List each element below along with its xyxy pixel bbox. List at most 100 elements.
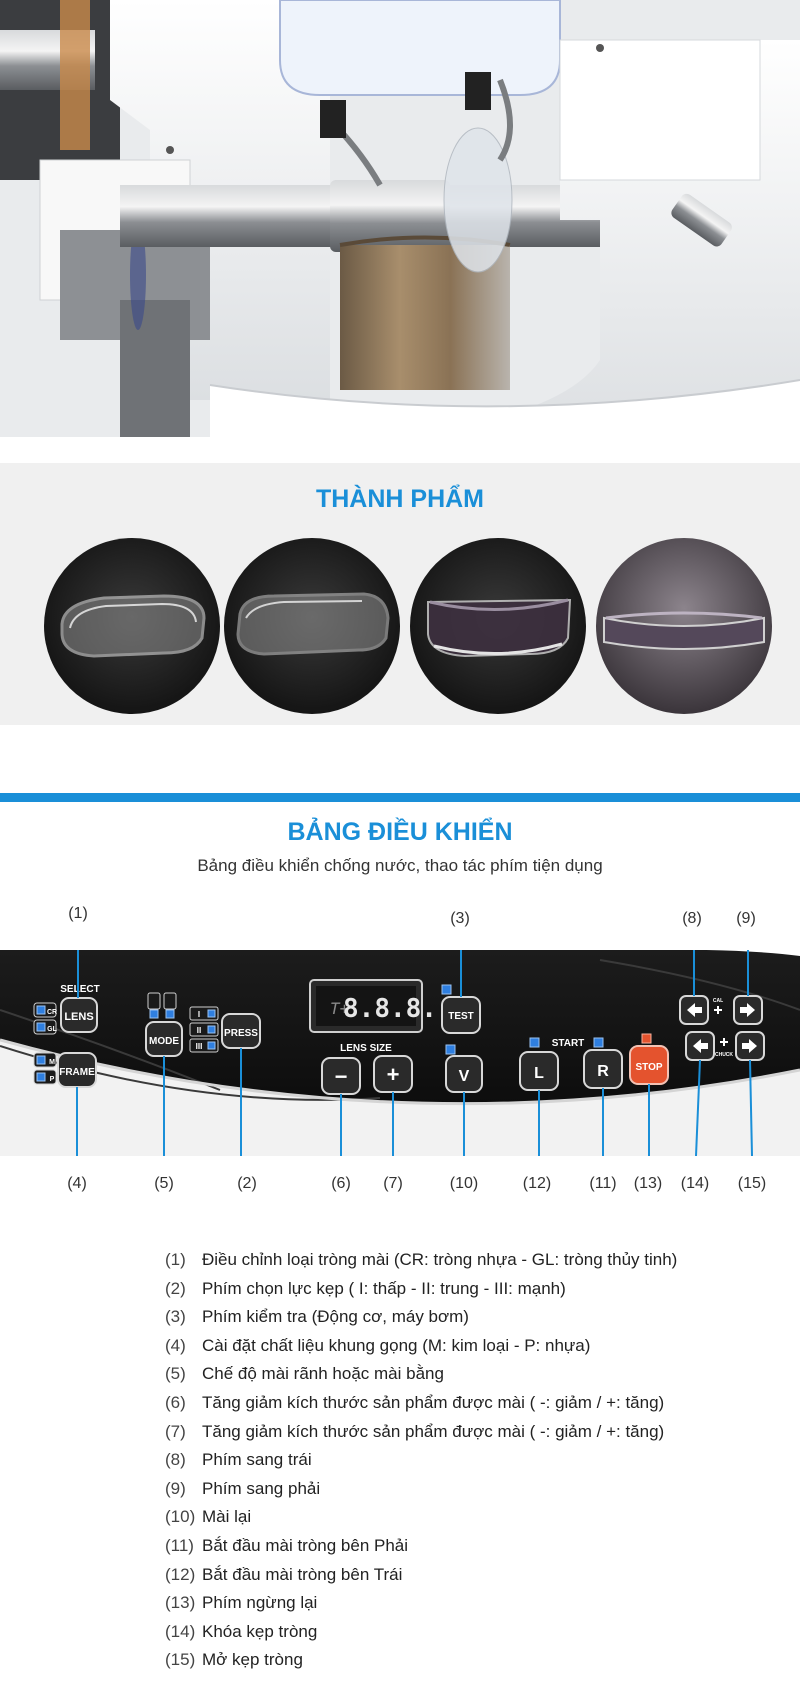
legend-item: (10) Mài lại [165, 1507, 785, 1536]
legend-text: Tăng giảm kích thước sản phẩm được mài (… [202, 1392, 665, 1412]
lens-button-label: LENS [64, 1011, 93, 1023]
legend-item: (4)Cài đặt chất liệu khung gọng (M: kim … [165, 1336, 785, 1365]
lens-size-minus-button[interactable]: − [321, 1057, 361, 1095]
control-panel-legend: (1) Điều chỉnh loại tròng mài (CR: tròng … [165, 1250, 785, 1679]
select-label: SELECT [60, 984, 99, 995]
callout-4: (4) [67, 1175, 87, 1192]
legend-number: (3) [165, 1307, 186, 1327]
chuck-cross-icon [720, 1038, 728, 1046]
control-panel-title: BẢNG ĐIỀU KHIỂN [287, 818, 513, 846]
cr-label: CR [47, 1009, 57, 1016]
stop-button[interactable]: STOP [629, 1045, 669, 1085]
finished-products-section: THÀNH PHẨM [0, 463, 800, 725]
callout-9: (9) [736, 910, 756, 927]
legend-number: (12) [165, 1564, 196, 1584]
callout-11: (11) [589, 1175, 617, 1192]
legend-item: (2) Phím chọn lực kẹp ( I: thấp - II: tru… [165, 1279, 785, 1308]
chuck-lock-button[interactable] [685, 1031, 715, 1061]
legend-item: (8)Phím sang trái [165, 1450, 785, 1479]
product-lens-image-4 [596, 538, 772, 714]
frame-button[interactable]: FRAME [57, 1052, 97, 1088]
m-label: M [49, 1059, 55, 1066]
legend-number: (9) [165, 1478, 186, 1498]
legend-text: Điều chỉnh loại tròng mài (CR: tròng nhự… [202, 1250, 678, 1269]
product-lens-image-3 [410, 538, 586, 714]
legend-number: (10) [165, 1507, 196, 1527]
callout-6: (6) [331, 1175, 351, 1192]
test-button[interactable]: TEST [441, 996, 481, 1034]
start-left-button[interactable]: L [519, 1051, 559, 1091]
cal-left-button[interactable] [679, 995, 709, 1025]
mode-button-label: MODE [149, 1036, 179, 1047]
legend-text: Bắt đầu mài tròng bên Trái [202, 1564, 403, 1584]
legend-item: (5) Chế độ mài rãnh hoặc mài bằng [165, 1364, 785, 1393]
l-button-label: L [534, 1065, 544, 1082]
legend-item: (13)Phím ngừng lại [165, 1593, 785, 1622]
test-button-label: TEST [448, 1011, 474, 1022]
callout-5: (5) [154, 1175, 174, 1192]
cal-right-button[interactable] [733, 995, 763, 1025]
cal-label: CAL [713, 998, 723, 1004]
press-1-label: I [198, 1010, 200, 1019]
legend-text: Chế độ mài rãnh hoặc mài bằng [202, 1364, 444, 1384]
legend-text: Tăng giảm kích thước sản phẩm được mài (… [202, 1421, 665, 1441]
leader-line-15 [749, 1059, 753, 1157]
legend-number: (11) [165, 1535, 194, 1555]
display-prefix: T+ [330, 999, 349, 1018]
arrow-right-icon [742, 1039, 757, 1053]
leader-line-14 [695, 1059, 701, 1157]
callout-8: (8) [682, 910, 702, 927]
legend-text: Mở kẹp tròng [202, 1650, 303, 1670]
press-3-label: III [196, 1042, 203, 1051]
lens-button[interactable]: LENS [60, 997, 98, 1033]
p-label: P [50, 1076, 55, 1083]
arrow-left-icon [687, 1003, 702, 1017]
legend-number: (1) [165, 1250, 186, 1269]
legend-item: (1) Điều chỉnh loại tròng mài (CR: tròng … [165, 1250, 785, 1279]
mode-button[interactable]: MODE [145, 1021, 183, 1057]
product-lens-image-1 [44, 538, 220, 714]
chuck-unlock-button[interactable] [735, 1031, 765, 1061]
start-right-button[interactable]: R [583, 1049, 623, 1089]
plus-label: + [387, 1062, 400, 1087]
legend-number: (4) [165, 1335, 186, 1355]
callout-15: (15) [737, 1175, 767, 1192]
press-button-label: PRESS [224, 1028, 258, 1039]
legend-text: Mài lại [202, 1507, 252, 1527]
legend-item: (9)Phím sang phải [165, 1479, 785, 1508]
callout-14: (14) [680, 1175, 710, 1192]
product-lens-image-2 [224, 538, 400, 714]
legend-number: (2) [165, 1278, 186, 1298]
callout-3: (3) [450, 910, 470, 927]
callout-10: (10) [449, 1175, 479, 1192]
lens-size-plus-button[interactable]: + [373, 1055, 413, 1093]
gl-label: GL [47, 1026, 57, 1033]
callout-12: (12) [522, 1175, 552, 1192]
display-value: 8.8.8. [343, 994, 437, 1024]
control-panel-image: SELECT CR GL LENS M P FRAME MODE [0, 918, 800, 1157]
legend-number: (13) [165, 1593, 196, 1613]
edger-machine-illustration [0, 0, 800, 437]
callout-1: (1) [68, 905, 88, 922]
legend-number: (14) [165, 1621, 196, 1641]
callout-7: (7) [383, 1175, 403, 1192]
legend-number: (5) [165, 1364, 186, 1384]
legend-item: (12) Bắt đầu mài tròng bên Trái [165, 1565, 785, 1594]
legend-number: (15) [165, 1650, 196, 1670]
legend-number: (6) [165, 1392, 186, 1412]
start-label: START [552, 1038, 585, 1049]
frame-button-label: FRAME [59, 1067, 95, 1078]
legend-text: Phím chọn lực kẹp ( I: thấp - II: trung … [202, 1278, 566, 1298]
arrow-left-icon [693, 1039, 708, 1053]
lens-size-label: LENS SIZE [340, 1043, 392, 1054]
callout-13: (13) [633, 1175, 663, 1192]
legend-item: (3)Phím kiểm tra (Động cơ, máy bơm) [165, 1307, 785, 1336]
v-button[interactable]: V [445, 1055, 483, 1093]
lcd-display: T+ 8.8.8. [309, 979, 437, 1033]
press-button[interactable]: PRESS [221, 1013, 261, 1049]
legend-text: Khóa kẹp tròng [202, 1621, 318, 1641]
legend-text: Bắt đầu mài tròng bên Phải [202, 1535, 409, 1555]
chuck-label: CHUCK [715, 1052, 733, 1058]
legend-item: (6) Tăng giảm kích thước sản phẩm được mà… [165, 1393, 785, 1422]
legend-text: Phím sang trái [202, 1450, 312, 1470]
